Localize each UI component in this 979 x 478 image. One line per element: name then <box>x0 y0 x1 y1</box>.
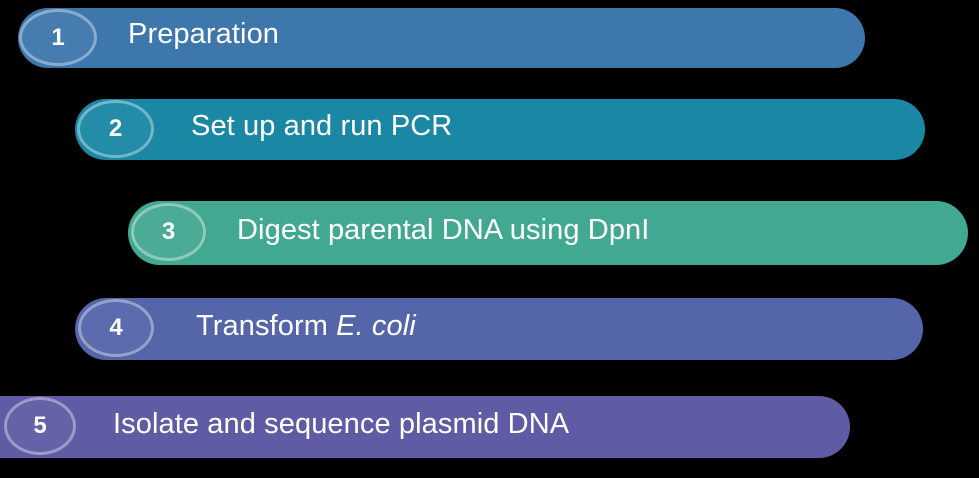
step-number-badge-1: 1 <box>19 9 97 66</box>
step-number-text-4: 4 <box>109 314 123 341</box>
step-number-text-1: 1 <box>51 23 65 51</box>
step-label-1: Preparation <box>128 18 280 50</box>
workflow-step-1[interactable] <box>18 8 865 68</box>
step-number-text-3: 3 <box>161 218 176 245</box>
step-number-badge-4: 4 <box>78 299 154 357</box>
step-number-text-5: 5 <box>33 412 47 439</box>
workflow-step-3[interactable] <box>128 201 968 265</box>
step-label-4-species: E. coli <box>336 310 416 342</box>
step-label-3: Digest parental DNA using DpnI <box>237 214 650 246</box>
workflow-step-2[interactable] <box>75 99 925 160</box>
step-label-5: Isolate and sequence plasmid DNA <box>113 408 570 440</box>
step-number-text-2: 2 <box>108 115 123 142</box>
workflow-step-5[interactable] <box>0 396 850 458</box>
step-label-4-prefix: Transform <box>196 310 337 342</box>
workflow-step-4[interactable] <box>75 298 923 360</box>
step-number-badge-5: 5 <box>4 397 76 455</box>
step-label-4: Transform E. coli <box>196 312 416 341</box>
step-label-2: Set up and run PCR <box>191 110 453 142</box>
step-number-badge-3: 3 <box>131 203 206 261</box>
step-number-badge-2: 2 <box>77 100 154 158</box>
